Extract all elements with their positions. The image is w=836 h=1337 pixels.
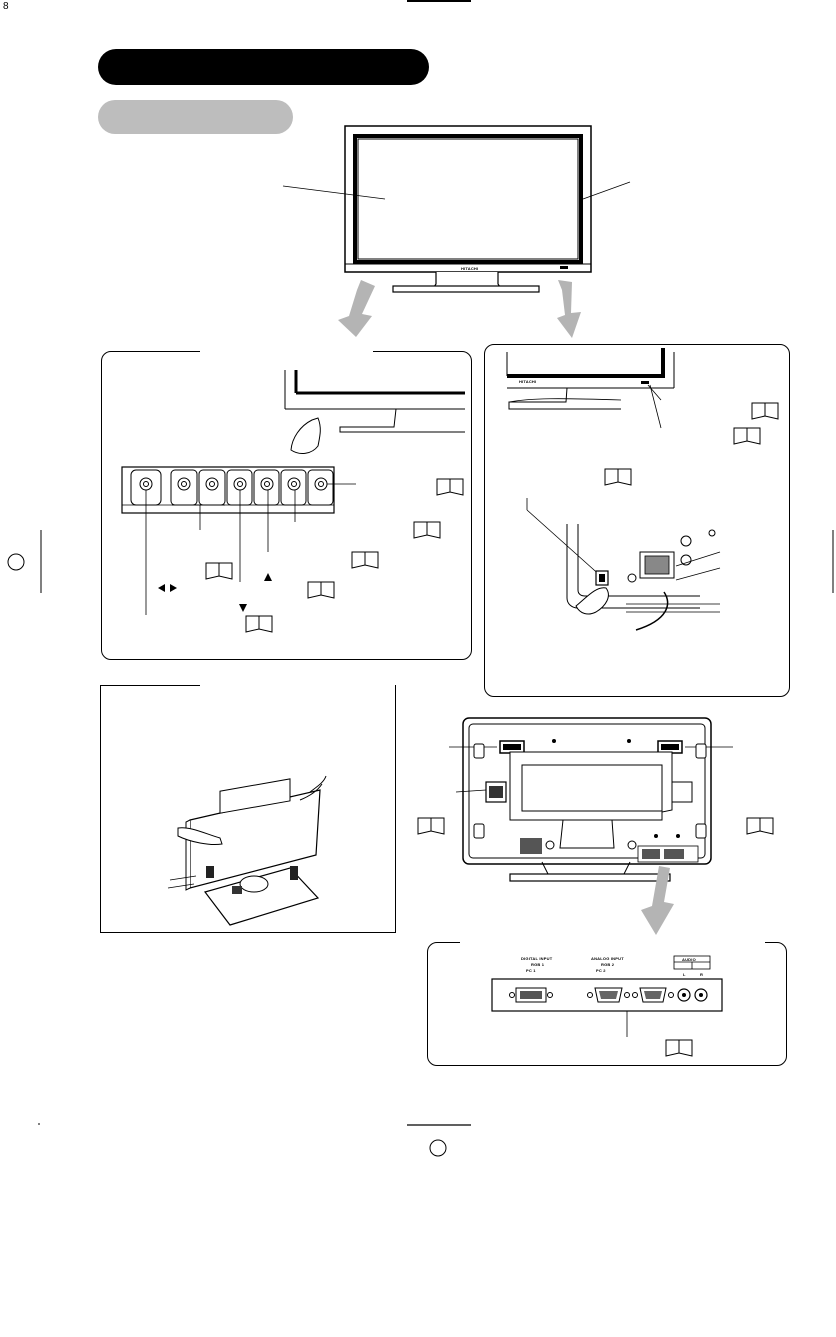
circle-marker-icon bbox=[139, 477, 328, 491]
digital-input-label: DIGITAL INPUT bbox=[521, 956, 553, 961]
audio-sub-left: L bbox=[683, 972, 686, 977]
power-switch-panel bbox=[484, 344, 790, 697]
analog-input-pc: PC 2 bbox=[596, 968, 606, 973]
carrying-illustration bbox=[167, 775, 327, 926]
analog-input-label: ANALOG INPUT bbox=[591, 956, 624, 961]
audio-label: AUDIO bbox=[682, 957, 696, 962]
section-title-bar bbox=[98, 49, 429, 85]
control-buttons-illustration bbox=[121, 370, 465, 615]
monitor-rear-illustration bbox=[449, 717, 733, 935]
top-rule bbox=[407, 0, 471, 2]
analog-input-sub: RGB 2 bbox=[601, 962, 615, 967]
subsection-title-bar bbox=[98, 100, 293, 134]
hand-pointer-icon bbox=[290, 417, 321, 454]
audio-sub-right: R bbox=[700, 972, 704, 977]
page-number: 8 bbox=[3, 1, 9, 12]
book-reference-icon bbox=[205, 402, 779, 1057]
book-reference-icons bbox=[205, 402, 779, 1057]
arrow-down-icon bbox=[641, 866, 674, 935]
digital-input-sub: RGB 1 bbox=[531, 962, 545, 967]
front-brand-label: HITACHI bbox=[461, 266, 479, 271]
arrow-down-icon bbox=[338, 280, 375, 337]
monitor-front-illustration bbox=[282, 125, 631, 338]
connector-illustration bbox=[491, 955, 723, 1037]
digital-input-pc: PC 1 bbox=[526, 968, 536, 973]
power-switch-illustration bbox=[506, 348, 721, 631]
power-panel-brand-label: HITACHI bbox=[519, 379, 537, 384]
